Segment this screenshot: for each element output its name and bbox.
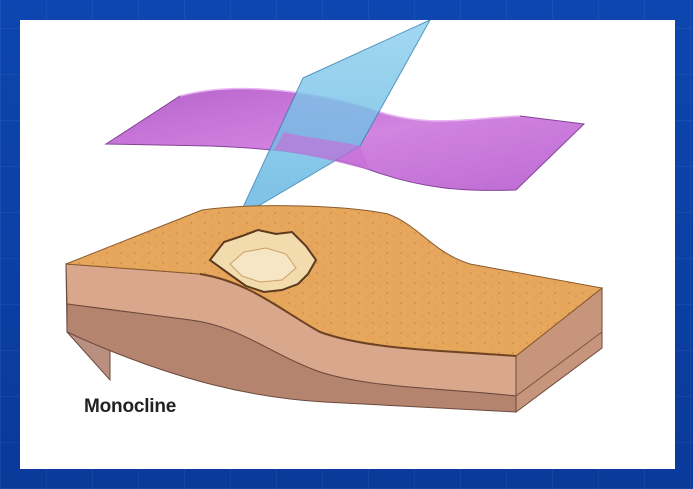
figure-caption: Monocline bbox=[84, 396, 176, 418]
figure-panel: Monocline bbox=[20, 20, 675, 469]
